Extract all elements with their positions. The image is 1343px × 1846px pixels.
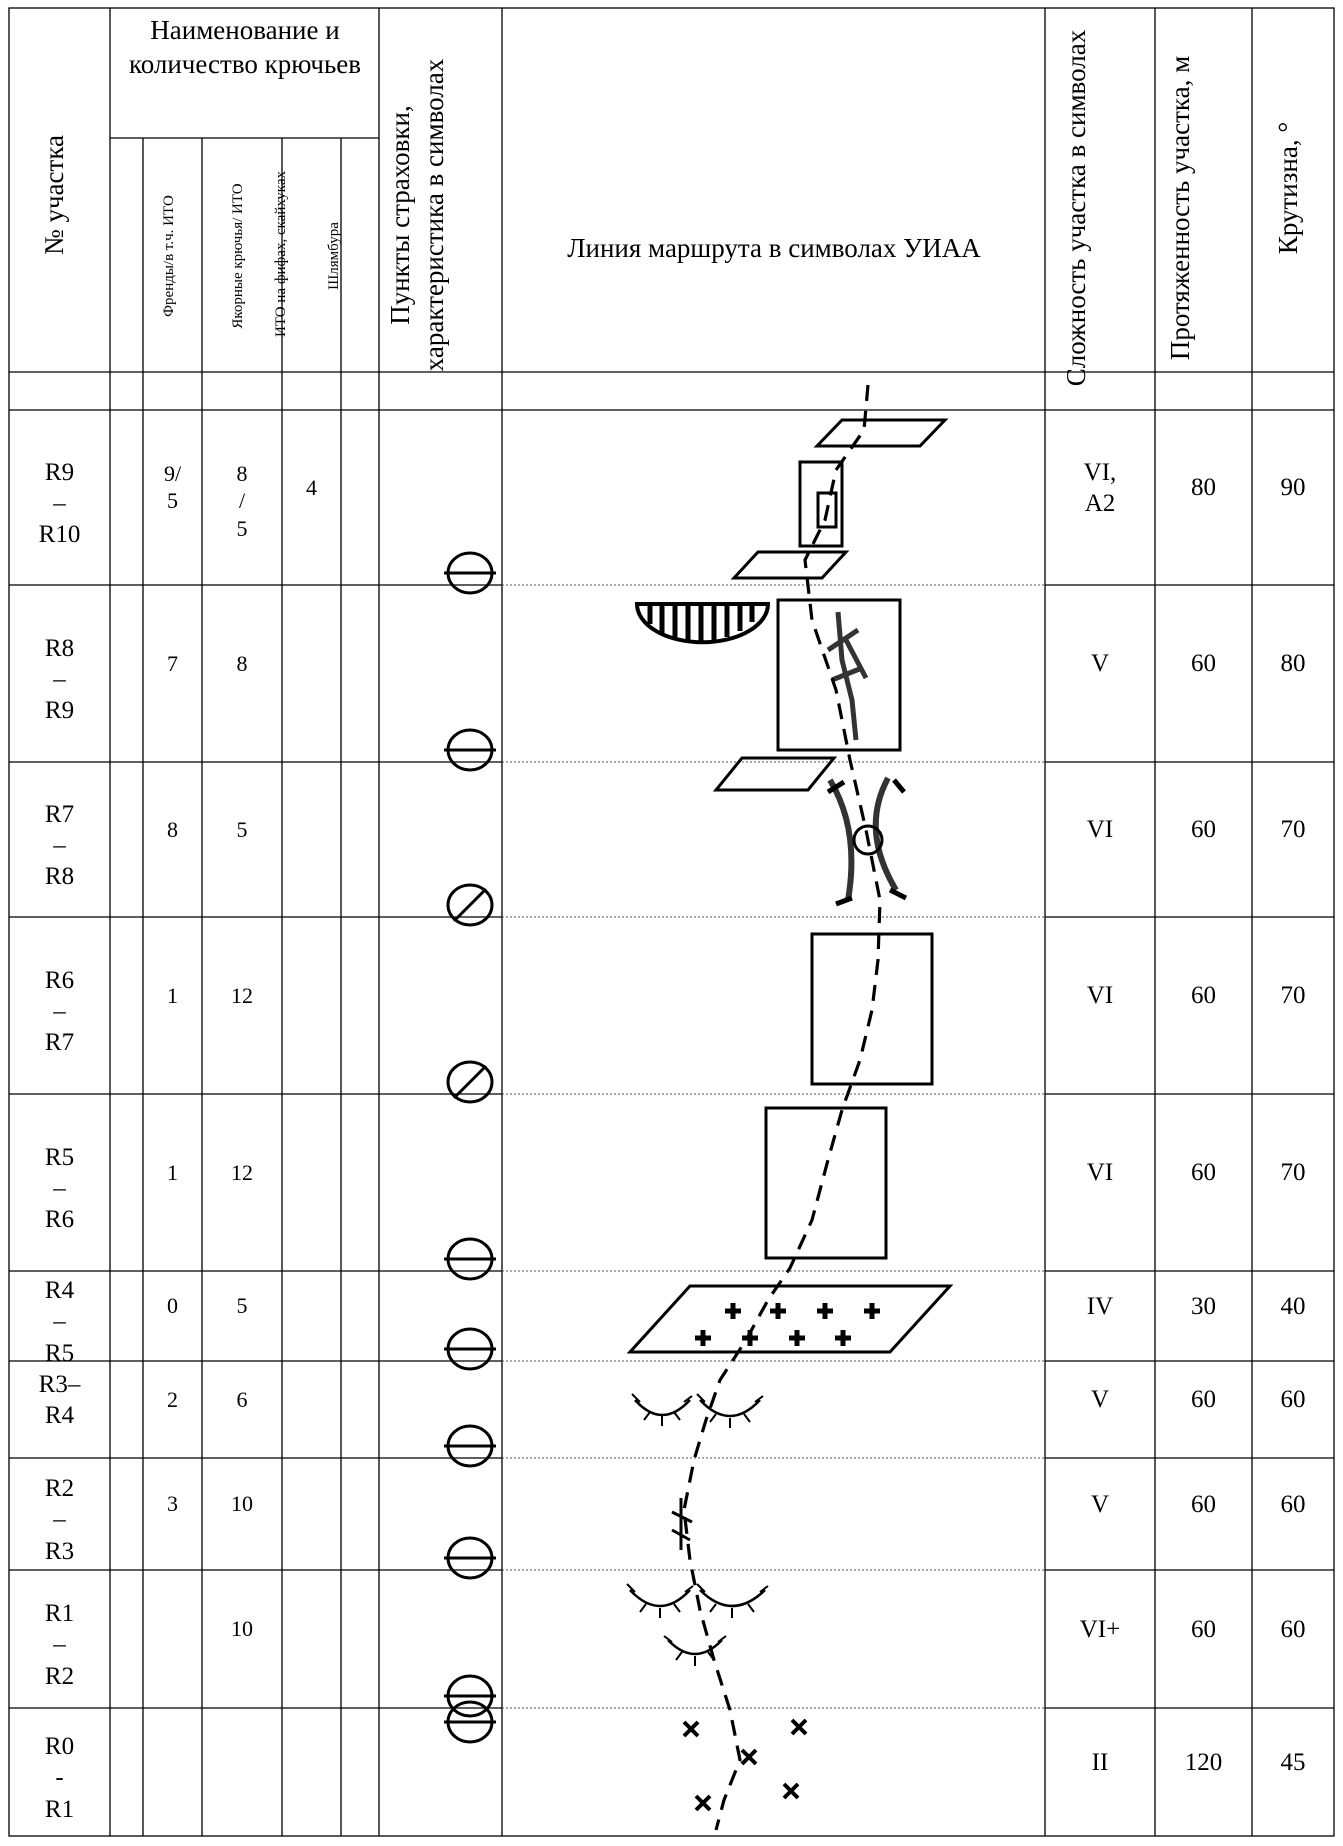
ito-cell: 4 xyxy=(306,474,317,500)
frends-cell: 2 xyxy=(167,1386,178,1412)
anchor-cell: 10 xyxy=(231,1616,253,1641)
steepness-cell: 70 xyxy=(1280,1159,1306,1186)
section-cell: R3– R4 xyxy=(38,1370,81,1429)
ledge-symbol xyxy=(712,756,838,792)
section-cell: R1 – R2 xyxy=(44,1600,75,1690)
frends-cell: 1 xyxy=(167,1159,178,1185)
belay-point-icon xyxy=(444,1237,496,1281)
anchor-cell: 12 xyxy=(231,982,253,1008)
section-cell: R7 – R8 xyxy=(44,800,75,891)
section-cell: R4 – R5 xyxy=(44,1277,75,1367)
wall-symbol xyxy=(776,598,902,752)
anchor-cell: 6 xyxy=(236,1386,248,1412)
difficulty-cell: VI, A2 xyxy=(1083,458,1117,517)
length-cell: 60 xyxy=(1191,1490,1216,1518)
section-cell: R8 – R9 xyxy=(44,634,75,725)
belay-point-diagonal-icon xyxy=(446,1060,494,1104)
steepness-cell: 40 xyxy=(1280,1292,1306,1320)
length-cell: 60 xyxy=(1191,1615,1216,1643)
section-cell: R2 – R3 xyxy=(44,1475,75,1565)
frends-cell: 8 xyxy=(167,816,178,842)
belay-hook-symbol xyxy=(852,824,884,856)
section-cell: R5 – R6 xyxy=(44,1143,75,1234)
belay-point-icon xyxy=(444,1424,496,1468)
crack-symbol xyxy=(816,491,838,529)
section-cell: R6 – R7 xyxy=(44,966,75,1057)
difficulty-cell: VI xyxy=(1086,816,1114,843)
difficulty-cell: V xyxy=(1090,650,1110,677)
belay-point-icon xyxy=(444,1700,496,1744)
anchor-cell: 12 xyxy=(231,1159,253,1185)
chimney-symbol xyxy=(798,460,844,548)
length-cell: 120 xyxy=(1184,1748,1223,1776)
anchor-cell: 8 xyxy=(236,650,248,676)
wall-symbol xyxy=(810,932,934,1086)
ledge-symbol xyxy=(730,550,850,580)
anchor-cell: 5 xyxy=(236,1293,248,1318)
belay-point-diagonal-icon xyxy=(446,883,494,927)
length-cell: 60 xyxy=(1191,982,1216,1009)
steepness-cell: 60 xyxy=(1280,1615,1306,1643)
wall-symbol xyxy=(764,1106,888,1260)
steepness-cell: 80 xyxy=(1280,650,1306,677)
difficulty-cell: II xyxy=(1091,1748,1109,1776)
length-cell: 80 xyxy=(1191,474,1216,501)
belay-point-icon xyxy=(444,1674,496,1718)
difficulty-cell: VI+ xyxy=(1079,1615,1121,1643)
steepness-cell: 45 xyxy=(1280,1748,1306,1776)
anchor-cell: 8 / 5 xyxy=(236,460,248,541)
length-cell: 60 xyxy=(1191,1159,1216,1186)
steepness-cell: 90 xyxy=(1280,474,1306,501)
frends-cell: 1 xyxy=(167,982,178,1008)
header-route-line: Линия маршрута в символах УИАА xyxy=(567,233,981,263)
overhang-symbol xyxy=(634,602,771,645)
section-cell: R9 – R10 xyxy=(38,458,81,549)
belay-point-icon xyxy=(444,1327,496,1371)
belay-point-icon xyxy=(444,1536,496,1580)
steepness-cell: 60 xyxy=(1280,1490,1306,1518)
frends-cell: 3 xyxy=(167,1491,178,1516)
route-dashed-line xyxy=(682,384,882,1831)
difficulty-cell: V xyxy=(1090,1386,1110,1413)
anchor-cell: 5 xyxy=(236,816,248,842)
slab-symbol xyxy=(626,1284,954,1354)
frends-cell: 0 xyxy=(167,1293,178,1318)
length-cell: 60 xyxy=(1191,816,1216,843)
belay-point-icon xyxy=(444,551,496,595)
steepness-cell: 70 xyxy=(1280,816,1306,843)
frends-cell: 7 xyxy=(167,650,178,676)
steepness-cell: 60 xyxy=(1280,1386,1306,1413)
belay-point-icon xyxy=(444,728,496,772)
length-cell: 60 xyxy=(1191,650,1216,677)
difficulty-cell: VI xyxy=(1086,1159,1114,1186)
length-cell: 30 xyxy=(1191,1292,1216,1320)
length-cell: 60 xyxy=(1191,1386,1216,1413)
anchor-cell: 10 xyxy=(231,1491,253,1516)
section-cell: R0 - R1 xyxy=(44,1733,75,1823)
ledge-symbol xyxy=(813,418,949,448)
difficulty-cell: IV xyxy=(1086,1292,1114,1320)
crack-symbol xyxy=(835,611,859,741)
frends-cell: 9/ 5 xyxy=(163,460,182,514)
difficulty-cell: VI xyxy=(1086,982,1114,1009)
chimney-walls-symbol xyxy=(827,776,899,901)
difficulty-cell: V xyxy=(1090,1490,1110,1518)
header-hooks-group: Наименование и количество крючьев xyxy=(128,15,362,79)
steepness-cell: 70 xyxy=(1280,982,1306,1009)
